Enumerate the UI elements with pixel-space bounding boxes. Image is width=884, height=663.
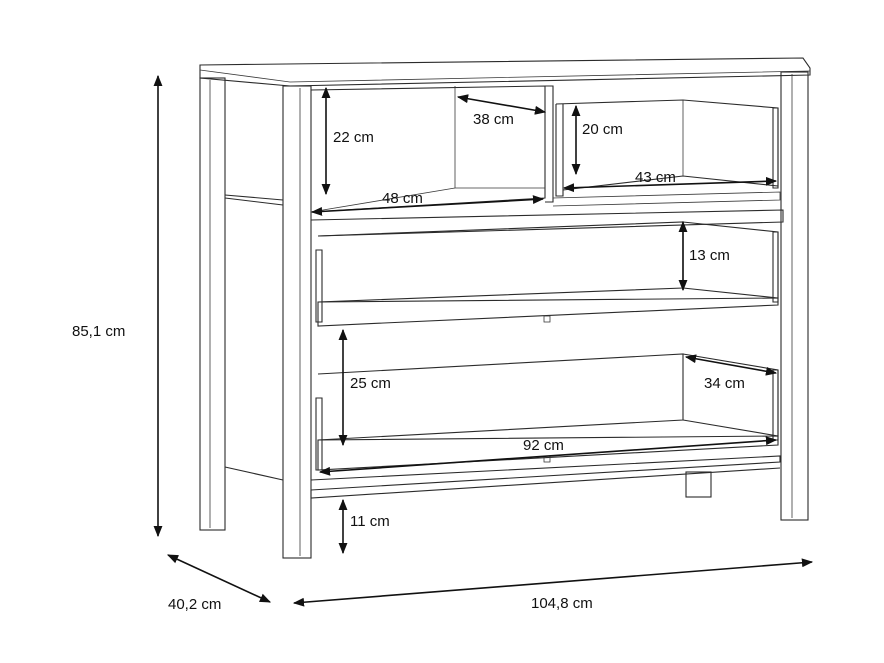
top-board [199, 57, 811, 87]
center-divider [545, 85, 554, 203]
overall-depth-label: 40,2 cm [168, 596, 221, 613]
right-side-panel [780, 71, 809, 521]
open-compartment-depth-line [456, 94, 547, 115]
dimension-labels: 85,1 cm 40,2 cm 104,8 cm 22 cm 38 cm 48 … [72, 111, 745, 613]
overall-height-label: 85,1 cm [72, 323, 125, 340]
open-compartment-depth-label: 38 cm [473, 111, 514, 128]
front-left-leg [282, 85, 312, 559]
leg-clearance-label: 11 cm [350, 513, 390, 530]
small-drawer-height-label: 20 cm [582, 121, 623, 138]
open-compartment [310, 85, 546, 213]
overall-width-line [292, 558, 814, 607]
bottom-drawer-height-label: 25 cm [350, 375, 391, 392]
bottom-drawer-width-line [318, 436, 778, 476]
middle-drawer-height-label: 13 cm [689, 247, 730, 264]
rear-leg [685, 471, 712, 498]
bottom-drawer-depth-line [684, 354, 778, 376]
left-side-panel [199, 77, 284, 531]
bottom-drawer-width-label: 92 cm [523, 437, 564, 454]
small-drawer-width-line [562, 176, 778, 193]
small-drawer-width-label: 43 cm [635, 169, 676, 186]
bottom-drawer-depth-label: 34 cm [704, 375, 745, 392]
open-compartment-width-label: 48 cm [382, 190, 423, 207]
small-drawer [552, 99, 781, 207]
overall-width-label: 104,8 cm [531, 595, 593, 612]
open-compartment-height-label: 22 cm [333, 129, 374, 146]
chest-of-drawers [199, 57, 811, 559]
open-compartment-width-line [310, 195, 545, 216]
dimension-lines [153, 74, 814, 607]
middle-drawer [310, 209, 784, 327]
overall-depth-line [166, 554, 272, 603]
